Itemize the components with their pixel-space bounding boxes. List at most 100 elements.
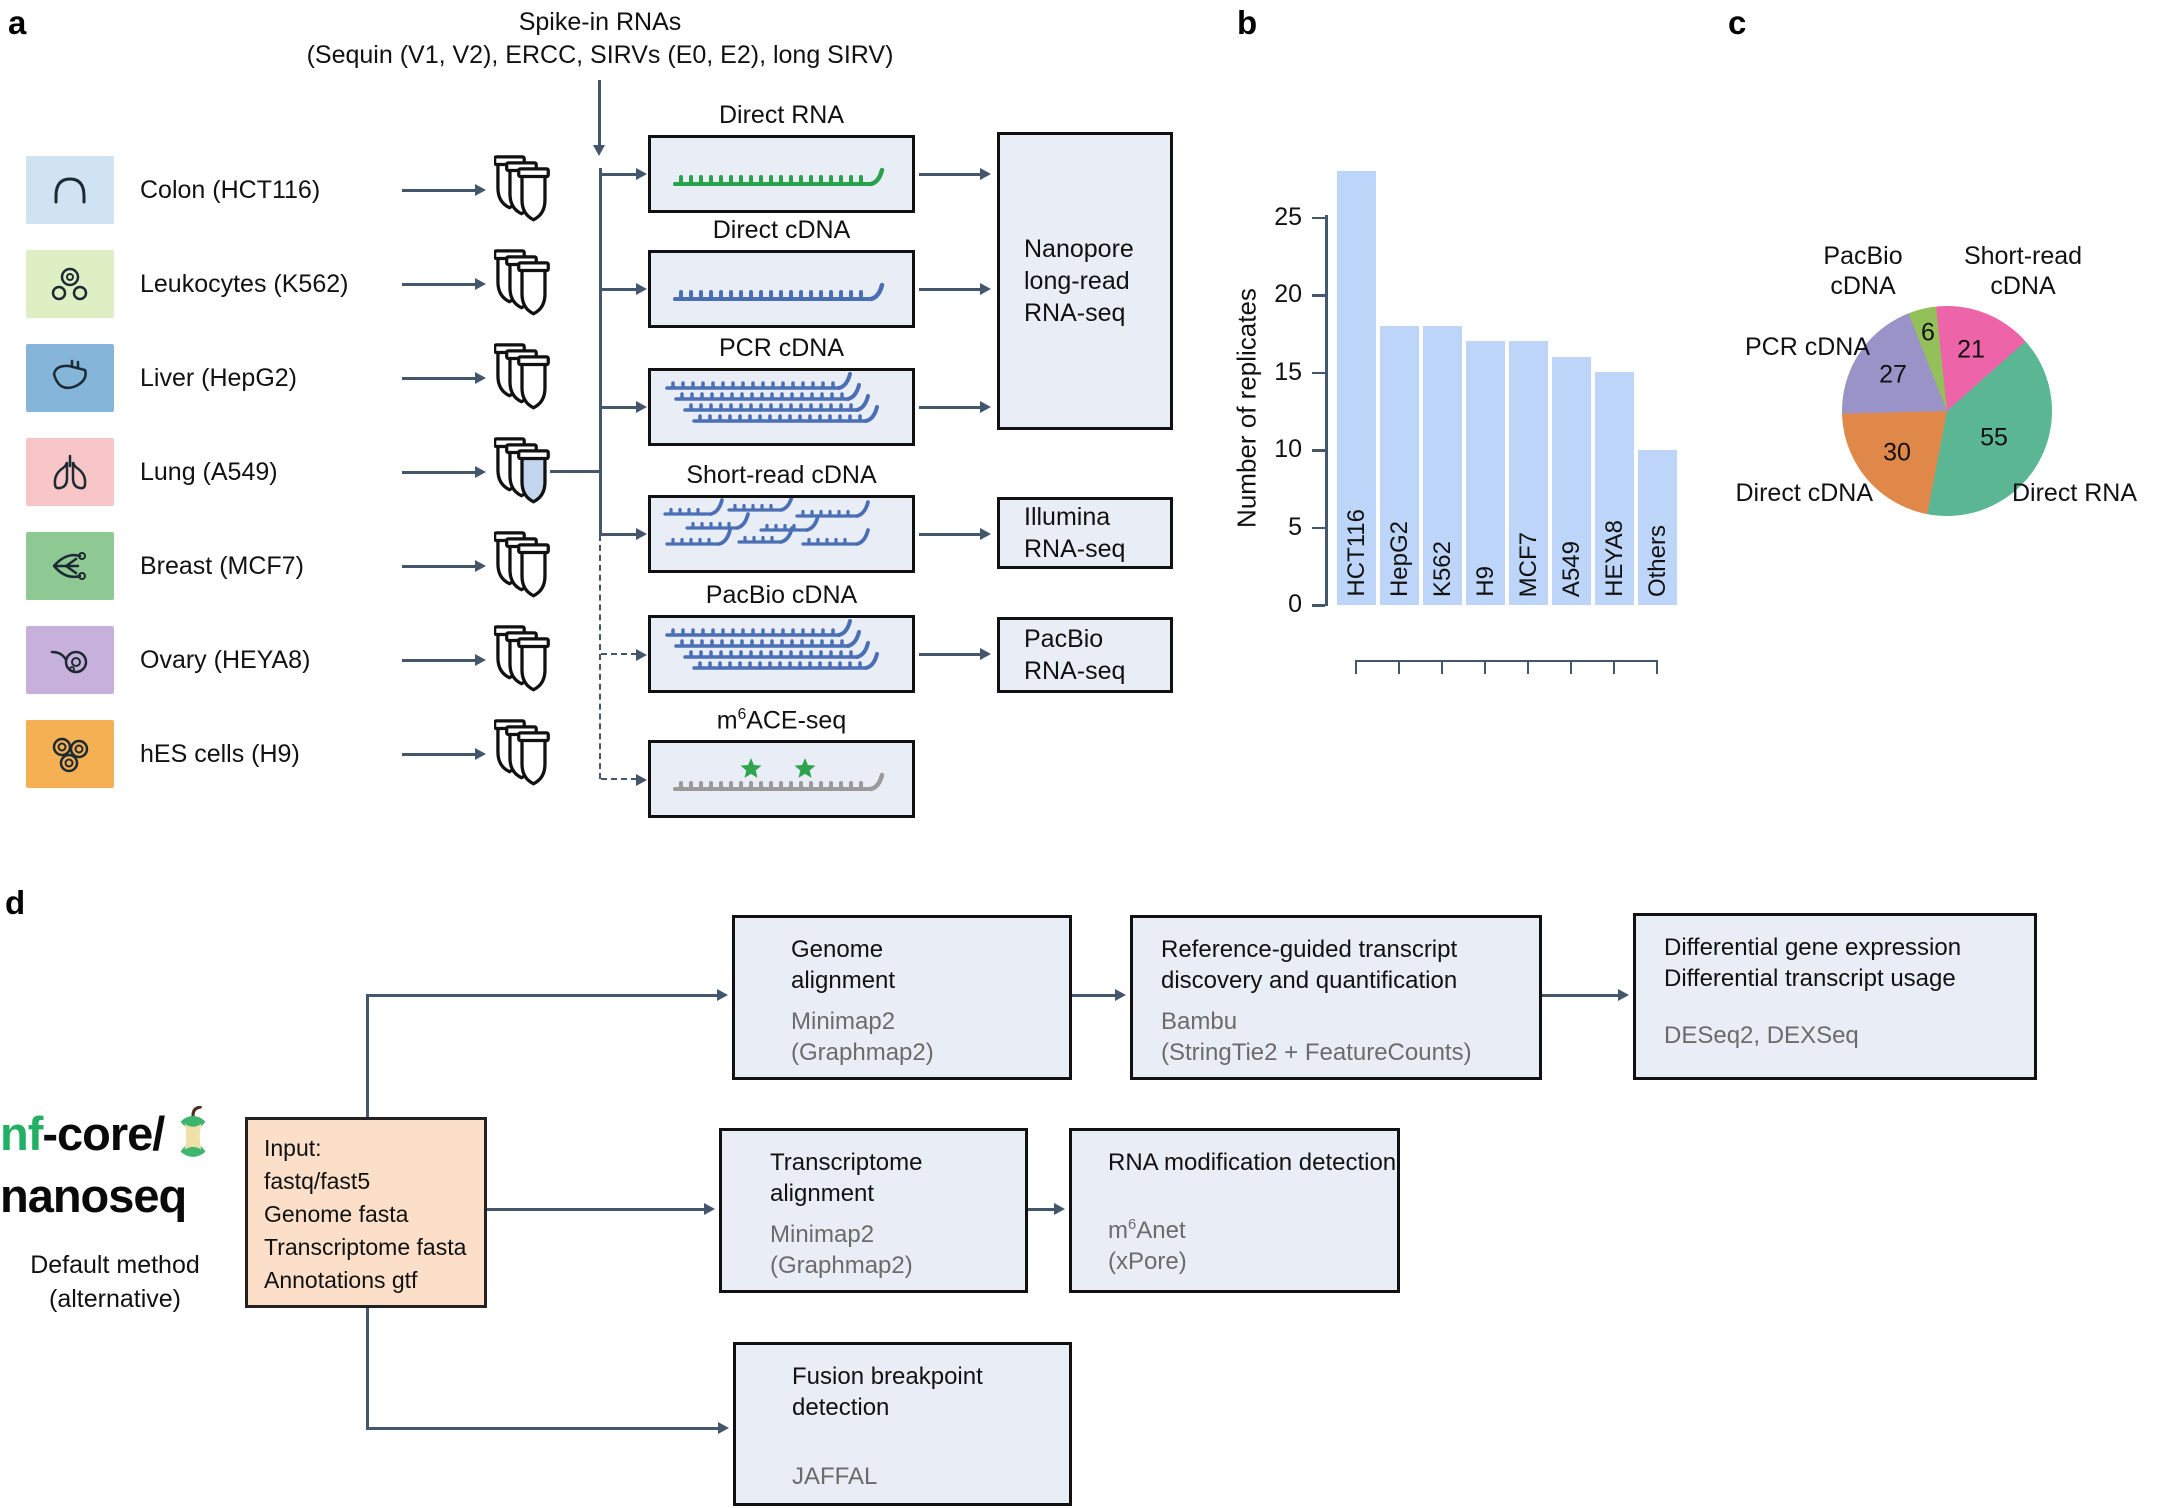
dge-box: Differential gene expression Differentia… <box>1633 913 2037 1080</box>
bar: HEYA8 <box>1595 372 1634 605</box>
rna-modification-box: RNA modification detection m6Anet (xPore… <box>1069 1128 1400 1293</box>
branch-arrow-short-read <box>601 533 637 536</box>
pacbio-cdna-box <box>648 615 915 693</box>
strand-glyph-single-green <box>673 167 885 187</box>
sample-tubes-liver <box>493 341 550 411</box>
short-read-cdna-box <box>648 495 915 573</box>
arrow-to-nanopore-1 <box>919 173 981 176</box>
bar: Others <box>1638 450 1677 605</box>
cell-label-liver: Liver (HepG2) <box>140 364 297 392</box>
nf-core-logo-line2: nanoseq <box>0 1169 187 1222</box>
branch-arrow-m6ace-dashed <box>601 778 637 780</box>
pie-value-label: 55 <box>1980 423 2008 452</box>
arrow-leukocytes-to-tubes <box>402 283 476 286</box>
method-note: Default method (alternative) <box>30 1251 200 1313</box>
y-tick-mark <box>1312 294 1325 297</box>
protocol-title-pcr-cdna: PCR cDNA <box>718 334 844 362</box>
pacbio-box: PacBio RNA-seq <box>997 617 1173 693</box>
sample-tubes-breast <box>493 529 550 599</box>
dge-tools: DESeq2, DEXSeq <box>1664 1022 1859 1049</box>
spikein-title: Spike-in RNAs <box>518 8 682 36</box>
bar-category-label: Others <box>1643 524 1671 597</box>
sample-tubes-leukocytes <box>493 247 550 317</box>
lung-icon <box>53 454 87 490</box>
cell-label-leukocytes: Leukocytes (K562) <box>140 270 349 298</box>
bracket-tick <box>1527 660 1529 674</box>
tubes-icon <box>493 719 550 786</box>
genome-alignment-title: Genome alignment <box>791 936 896 994</box>
bar: A549 <box>1552 357 1591 605</box>
cell-label-ovary: Ovary (HEYA8) <box>140 646 311 674</box>
pie-label-pacbio-cdna: PacBio cDNA <box>1823 242 1903 300</box>
arrow-lung-to-tubes <box>402 471 476 474</box>
bracket-tick <box>1484 660 1486 674</box>
spikein-subtitle: (Sequin (V1, V2), ERCC, SIRVs (E0, E2), … <box>306 41 894 69</box>
arrow-ovary-to-tubes <box>402 659 476 662</box>
bracket-tick <box>1355 660 1357 674</box>
pie-label-direct-cdna: Direct cDNA <box>1735 479 1873 507</box>
bracket-tick <box>1398 660 1400 674</box>
protocol-title-pacbio: PacBio cDNA <box>705 581 858 609</box>
breast-icon <box>52 552 86 580</box>
bar: HCT116 <box>1337 171 1376 605</box>
bar-chart-y-axis-label: Number of replicates <box>1231 288 1262 528</box>
y-tick-label: 5 <box>1288 512 1302 541</box>
arrow-to-pacbio <box>919 653 981 656</box>
pcr-cdna-box <box>648 368 915 446</box>
direct-cdna-box <box>648 250 915 328</box>
y-tick-label: 15 <box>1274 357 1302 386</box>
cell-tile-ovary <box>26 626 114 694</box>
bar-category-label: K562 <box>1428 540 1456 597</box>
sample-tubes-ovary <box>493 623 550 693</box>
panel-c-label: c <box>1728 4 1747 41</box>
protocol-title-m6ace: m6ACE-seq <box>716 706 847 735</box>
input-box: Input: fastq/fast5 Genome fasta Transcri… <box>245 1117 487 1308</box>
liver-icon <box>52 359 87 390</box>
arrow-hes-cells-to-tubes <box>402 753 476 756</box>
branch-arrow-pacbio-dashed <box>601 653 637 655</box>
tubes-icon <box>493 437 550 504</box>
pie-label-short-read-cdna: Short-read cDNA <box>1963 242 2083 300</box>
protocol-title-direct-rna: Direct RNA <box>718 101 844 129</box>
bar: H9 <box>1466 341 1505 605</box>
arrow-colon-to-tubes <box>402 189 476 192</box>
protocol-title-short-read: Short-read cDNA <box>686 461 877 489</box>
sample-tubes-hes-cells <box>493 717 550 787</box>
strand-glyph-stack <box>665 372 879 423</box>
spikein-arrow <box>598 80 601 146</box>
branch-arrow-pcr-cdna <box>601 406 637 409</box>
bar-category-label: HepG2 <box>1385 520 1413 597</box>
pie-label-direct-rna: Direct RNA <box>2012 479 2138 507</box>
trunk-line-solid <box>599 168 602 535</box>
apple-core-icon <box>180 1106 206 1157</box>
rna-modification-title: RNA modification detection <box>1108 1149 1397 1176</box>
bar-category-label: HEYA8 <box>1600 520 1628 597</box>
y-tick-label: 0 <box>1288 590 1302 618</box>
cell-tile-colon <box>26 156 114 224</box>
tubes-icon <box>493 249 550 316</box>
bracket-line <box>1356 660 1658 662</box>
direct-rna-box <box>648 135 915 213</box>
pie-label-pcr-cdna: PCR cDNA <box>1744 333 1870 361</box>
branch-arrow-direct-cdna <box>601 288 637 291</box>
refguided-box: Reference-guided transcript discovery an… <box>1130 915 1542 1080</box>
bar-category-label: MCF7 <box>1514 531 1542 597</box>
strand-glyph-short <box>663 498 870 546</box>
pool-connector-line <box>550 470 601 473</box>
panel-a-label: a <box>8 4 27 41</box>
connector-input-down <box>366 1308 369 1429</box>
fusion-detection-tools: JAFFAL <box>792 1463 878 1490</box>
pie-value-label: 21 <box>1957 335 1985 364</box>
pie-value-label: 30 <box>1883 438 1911 467</box>
arrow-transcriptome-to-rnamod <box>1028 1208 1055 1211</box>
cell-tile-liver <box>26 344 114 412</box>
sample-tubes-colon <box>493 153 550 223</box>
y-tick-mark <box>1312 604 1325 607</box>
transcriptome-alignment-tools: Minimap2 (Graphmap2) <box>770 1221 913 1279</box>
arrow-to-nanopore-2 <box>919 288 981 291</box>
arrow-liver-to-tubes <box>402 377 476 380</box>
tubes-icon <box>493 531 550 598</box>
nanopore-box: Nanopore long-read RNA-seq <box>997 132 1173 430</box>
tubes-icon <box>493 625 550 692</box>
